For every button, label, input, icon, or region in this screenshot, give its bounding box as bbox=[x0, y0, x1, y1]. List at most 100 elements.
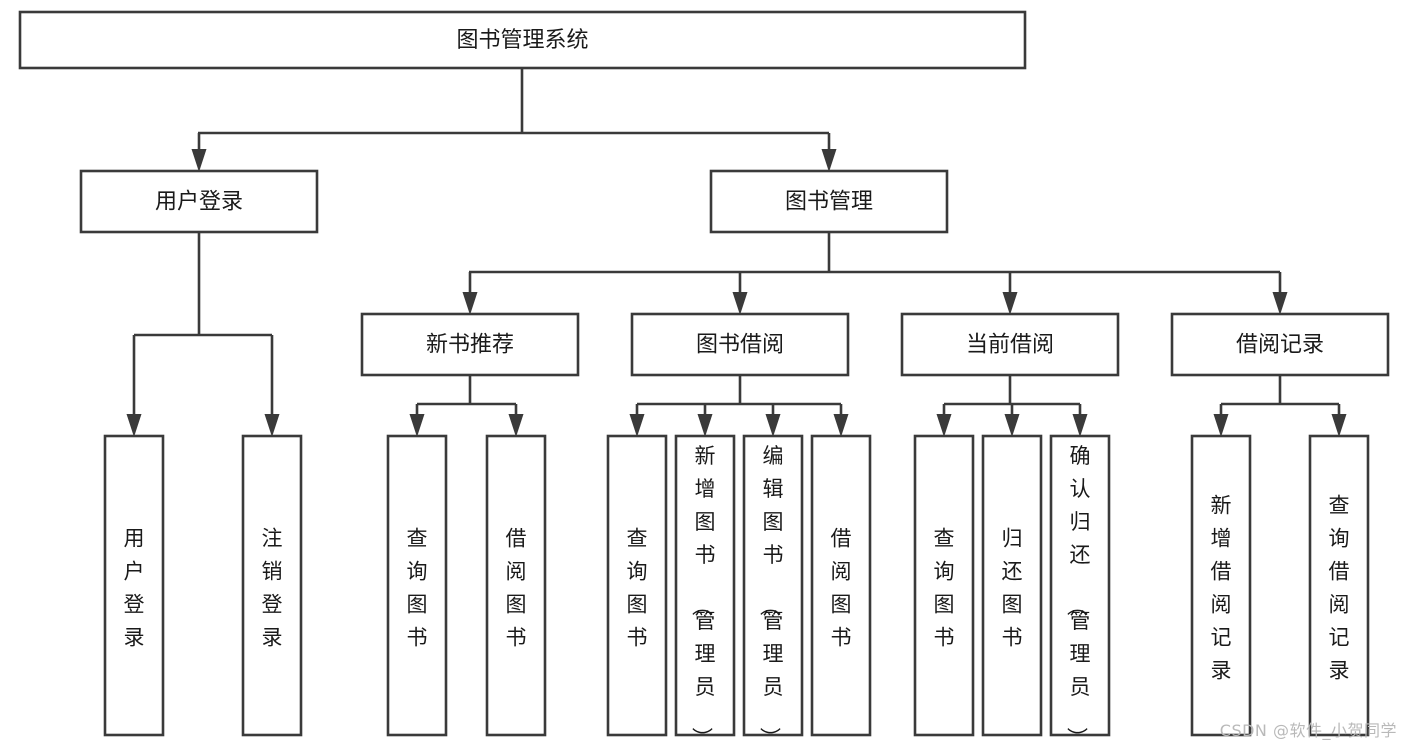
arrow-head-icon bbox=[191, 149, 207, 172]
branch-connector bbox=[944, 375, 1080, 406]
node-leaf-user-login[interactable]: 用户登录 bbox=[103, 434, 165, 737]
node-new-book-rec[interactable]: 新书推荐 bbox=[360, 312, 580, 377]
node-book-borrow[interactable]: 图书借阅 bbox=[630, 312, 850, 377]
node-label: 新增图书（管理员） bbox=[690, 444, 716, 747]
arrow-head-icon bbox=[1331, 414, 1347, 437]
node-borrow-record[interactable]: 借阅记录 bbox=[1170, 312, 1390, 377]
node-box[interactable] bbox=[79, 169, 319, 234]
edge-user-login-to-leaf-user-login bbox=[126, 335, 142, 437]
node-leaf-query-record[interactable]: 查询借阅记录 bbox=[1308, 434, 1370, 737]
arrow-head-icon bbox=[765, 414, 781, 437]
node-leaf-query-book-1[interactable]: 查询图书 bbox=[386, 434, 448, 737]
node-leaf-user-logout[interactable]: 注销登录 bbox=[241, 434, 303, 737]
edge-root-to-user-login bbox=[191, 133, 207, 172]
edge-book-borrow-to-leaf-borrow-book-2 bbox=[833, 404, 849, 437]
node-label: 编辑图书（管理员） bbox=[758, 444, 784, 747]
edge-current-borrow-to-leaf-query-book-3 bbox=[936, 404, 952, 437]
node-label: 用户登录 bbox=[155, 190, 243, 215]
arrow-head-icon bbox=[732, 292, 748, 315]
node-box[interactable] bbox=[606, 434, 668, 737]
arrow-head-icon bbox=[833, 414, 849, 437]
node-box[interactable] bbox=[1049, 434, 1111, 737]
node-box[interactable] bbox=[18, 10, 1027, 70]
arrow-head-icon bbox=[1213, 414, 1229, 437]
node-box[interactable] bbox=[241, 434, 303, 737]
node-box[interactable] bbox=[674, 434, 736, 737]
node-leaf-query-book-2[interactable]: 查询图书 bbox=[606, 434, 668, 737]
arrow-head-icon bbox=[936, 414, 952, 437]
node-current-borrow[interactable]: 当前借阅 bbox=[900, 312, 1120, 377]
node-label: 新增借阅记录 bbox=[1211, 494, 1232, 683]
arrow-head-icon bbox=[462, 292, 478, 315]
edge-book-manage-to-book-borrow bbox=[732, 272, 748, 315]
branch-connector bbox=[198, 68, 829, 135]
node-box[interactable] bbox=[981, 434, 1043, 737]
node-book-manage[interactable]: 图书管理 bbox=[709, 169, 949, 234]
node-leaf-confirm-return[interactable]: 确认归还（管理员） bbox=[1049, 434, 1111, 747]
node-label: 注销登录 bbox=[262, 527, 283, 650]
arrow-head-icon bbox=[821, 149, 837, 172]
node-box[interactable] bbox=[386, 434, 448, 737]
edge-user-login-to-leaf-user-logout bbox=[264, 335, 280, 437]
edge-book-manage-to-current-borrow bbox=[1002, 272, 1018, 315]
node-box[interactable] bbox=[1170, 312, 1390, 377]
branch-connector bbox=[1221, 375, 1339, 406]
node-root[interactable]: 图书管理系统 bbox=[18, 10, 1027, 70]
node-label: 查询借阅记录 bbox=[1329, 494, 1350, 683]
arrow-head-icon bbox=[126, 414, 142, 437]
node-box[interactable] bbox=[103, 434, 165, 737]
node-box[interactable] bbox=[810, 434, 872, 737]
node-label: 新书推荐 bbox=[426, 333, 514, 358]
node-box[interactable] bbox=[742, 434, 804, 737]
edge-book-borrow-to-leaf-query-book-2 bbox=[629, 404, 645, 437]
node-box[interactable] bbox=[913, 434, 975, 737]
node-leaf-edit-book[interactable]: 编辑图书（管理员） bbox=[742, 434, 804, 747]
node-box[interactable] bbox=[360, 312, 580, 377]
node-box[interactable] bbox=[709, 169, 949, 234]
edge-book-manage-to-new-book-rec bbox=[462, 272, 478, 315]
node-leaf-add-record[interactable]: 新增借阅记录 bbox=[1190, 434, 1252, 737]
node-label: 确认归还（管理员） bbox=[1065, 444, 1091, 747]
edge-book-borrow-to-leaf-add-book bbox=[697, 404, 713, 437]
branch-connector bbox=[417, 375, 516, 406]
node-leaf-query-book-3[interactable]: 查询图书 bbox=[913, 434, 975, 737]
branch-connector bbox=[469, 232, 1280, 274]
arrow-head-icon bbox=[1072, 414, 1088, 437]
node-label: 查询图书 bbox=[407, 527, 428, 650]
node-box[interactable] bbox=[900, 312, 1120, 377]
branch-connector bbox=[637, 375, 841, 406]
node-box[interactable] bbox=[485, 434, 547, 737]
arrow-head-icon bbox=[1002, 292, 1018, 315]
node-box[interactable] bbox=[1308, 434, 1370, 737]
node-label: 查询图书 bbox=[627, 527, 648, 650]
node-label: 图书借阅 bbox=[696, 333, 784, 358]
edge-root-to-book-manage bbox=[821, 133, 837, 172]
node-label: 借阅记录 bbox=[1236, 333, 1324, 358]
node-label: 图书管理系统 bbox=[456, 28, 588, 53]
arrow-head-icon bbox=[629, 414, 645, 437]
arrow-head-icon bbox=[409, 414, 425, 437]
edge-borrow-record-to-leaf-query-record bbox=[1331, 404, 1347, 437]
node-leaf-return-book[interactable]: 归还图书 bbox=[981, 434, 1043, 737]
edge-current-borrow-to-leaf-confirm-return bbox=[1072, 404, 1088, 437]
node-leaf-borrow-book-1[interactable]: 借阅图书 bbox=[485, 434, 547, 737]
arrow-head-icon bbox=[1004, 414, 1020, 437]
node-box[interactable] bbox=[630, 312, 850, 377]
node-label: 当前借阅 bbox=[966, 333, 1054, 358]
arrow-head-icon bbox=[1272, 292, 1288, 315]
edge-book-manage-to-borrow-record bbox=[1272, 272, 1288, 315]
node-label: 用户登录 bbox=[124, 527, 145, 650]
edge-current-borrow-to-leaf-return-book bbox=[1004, 404, 1020, 437]
node-leaf-borrow-book-2[interactable]: 借阅图书 bbox=[810, 434, 872, 737]
node-label: 借阅图书 bbox=[506, 527, 527, 650]
node-label: 图书管理 bbox=[785, 190, 873, 215]
edge-book-borrow-to-leaf-edit-book bbox=[765, 404, 781, 437]
node-box[interactable] bbox=[1190, 434, 1252, 737]
branch-connector bbox=[134, 232, 272, 337]
arrow-head-icon bbox=[508, 414, 524, 437]
node-label: 归还图书 bbox=[1002, 527, 1023, 650]
node-user-login[interactable]: 用户登录 bbox=[79, 169, 319, 234]
node-leaf-add-book[interactable]: 新增图书（管理员） bbox=[674, 434, 736, 747]
